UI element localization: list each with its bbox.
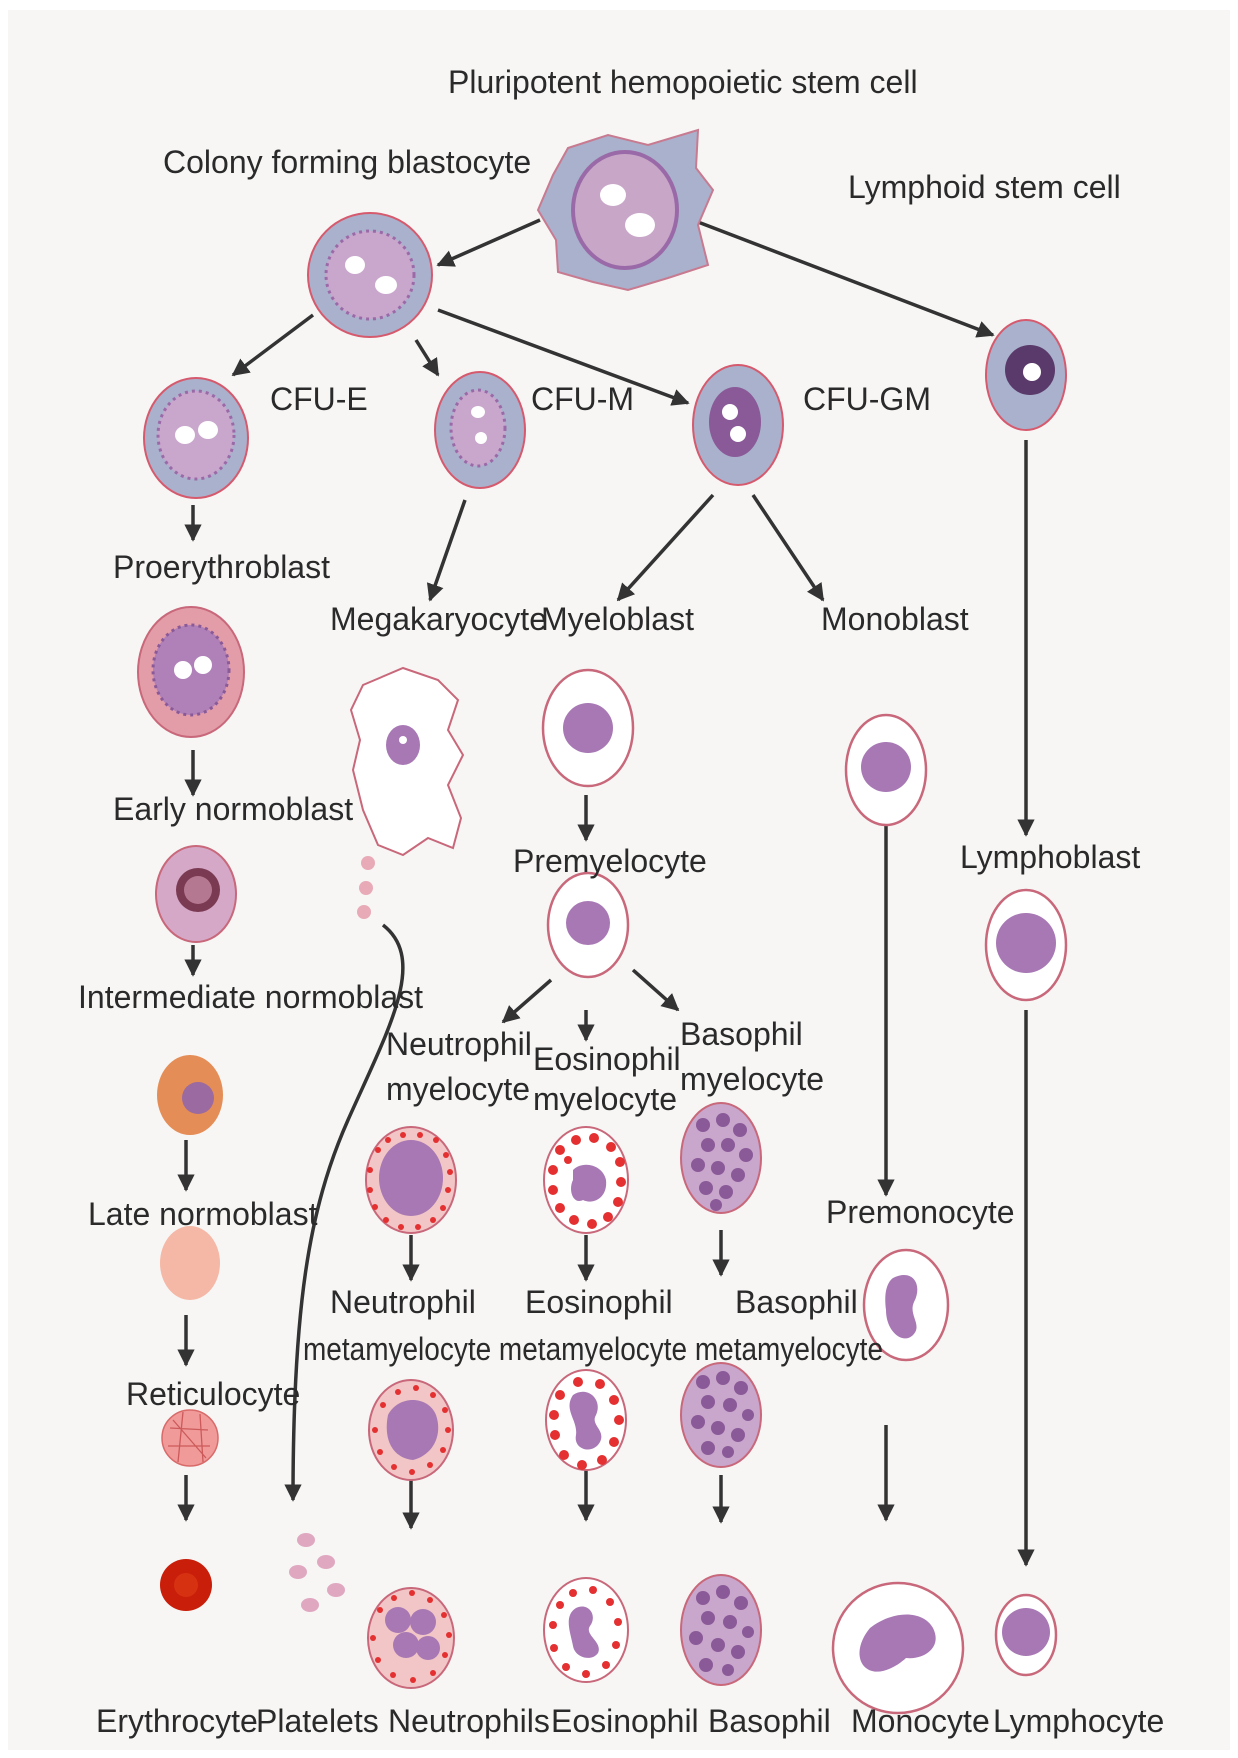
label-eosinophil-myelocyte-1: Eosinophil — [533, 1041, 681, 1077]
arrow-premyelo-to-neutrophil — [503, 980, 551, 1022]
label-neutrophil-meta: Neutrophil — [330, 1284, 476, 1320]
label-basophil-meta: Basophil — [735, 1284, 858, 1320]
label-lymphoid-stem: Lymphoid stem cell — [848, 169, 1121, 205]
label-myeloblast: Myeloblast — [541, 601, 694, 637]
basophil-myelocyte-cell — [681, 1103, 761, 1213]
label-intermediate-normoblast: Intermediate normoblast — [78, 979, 423, 1015]
label-neutrophils: Neutrophils — [388, 1703, 550, 1739]
label-neutrophil-myelocyte-1: Neutrophil — [386, 1026, 532, 1062]
platelets-cluster — [289, 1533, 345, 1612]
arrow-blast-to-cfum — [416, 340, 438, 375]
label-eosinophil: Eosinophil — [551, 1703, 699, 1739]
label-lymphoblast: Lymphoblast — [960, 839, 1140, 875]
arrow-cfugm-to-myeloblast — [618, 495, 713, 600]
monoblast-cell — [846, 715, 926, 825]
basophil-cell — [681, 1575, 761, 1685]
diagram-page: Pluripotent hemopoietic stem cell Colony… — [8, 10, 1230, 1750]
label-early-normoblast: Early normoblast — [113, 791, 353, 827]
arrow-blast-to-cfue — [233, 315, 313, 375]
arrow-stem-to-blastocyte — [438, 220, 540, 265]
label-basophil-myelocyte-2: myelocyte — [680, 1061, 824, 1097]
cfu-m-cell — [435, 372, 525, 488]
colony-blastocyte — [308, 213, 432, 337]
label-lymphocyte: Lymphocyte — [993, 1703, 1164, 1739]
label-premonocyte: Premonocyte — [826, 1194, 1015, 1230]
cfu-e-cell — [144, 378, 248, 498]
hematopoiesis-diagram: Pluripotent hemopoietic stem cell Colony… — [8, 10, 1230, 1750]
early-normoblast-cell — [156, 846, 236, 942]
label-premyelocyte: Premyelocyte — [513, 843, 707, 879]
label-monocyte: Monocyte — [851, 1703, 990, 1739]
label-eosinophil-myelocyte-2: myelocyte — [533, 1081, 677, 1117]
arrow-cfum-to-megakaryocyte — [430, 500, 465, 600]
label-reticulocyte: Reticulocyte — [126, 1376, 300, 1412]
label-platelets: Platelets — [256, 1703, 379, 1739]
label-basophil-myelocyte-1: Basophil — [680, 1016, 803, 1052]
neutrophils-cell — [368, 1588, 454, 1688]
monocyte-cell — [833, 1583, 963, 1713]
neutrophil-myelocyte-cell — [366, 1127, 456, 1233]
label-neutrophil-myelocyte-2: myelocyte — [386, 1071, 530, 1107]
erythrocyte-cell — [160, 1559, 212, 1611]
label-late-normoblast: Late normoblast — [88, 1196, 318, 1232]
arrow-premyelo-to-basophil — [633, 970, 678, 1010]
eosinophil-myelocyte-cell — [544, 1127, 628, 1233]
label-metamyelocyte-row: metamyelocyte metamyelocyte metamyelocyt… — [303, 1331, 883, 1367]
premyelocyte-cell — [548, 873, 628, 977]
label-cfu-e: CFU-E — [270, 381, 368, 417]
stem-cell — [538, 130, 713, 290]
eosinophil-cell — [544, 1578, 628, 1682]
lymphoid-stem-cell — [986, 320, 1066, 430]
label-monoblast: Monoblast — [821, 601, 969, 637]
neutrophil-metamyelocyte-cell — [369, 1380, 453, 1480]
megakaryocyte-cell — [351, 668, 463, 919]
label-basophil: Basophil — [708, 1703, 831, 1739]
eosinophil-metamyelocyte-cell — [546, 1370, 626, 1470]
basophil-metamyelocyte-cell — [681, 1363, 761, 1467]
label-proerythroblast: Proerythroblast — [113, 549, 330, 585]
cfu-gm-cell — [693, 365, 783, 485]
arrow-stem-to-lymphoid — [698, 222, 993, 335]
late-normoblast-cell — [160, 1226, 220, 1300]
label-stem-cell: Pluripotent hemopoietic stem cell — [448, 64, 918, 100]
label-megakaryocyte: Megakaryocyte — [330, 601, 547, 637]
intermediate-normoblast-cell — [157, 1055, 223, 1135]
arrow-cfugm-to-monoblast — [753, 495, 823, 600]
label-eosinophil-meta: Eosinophil — [525, 1284, 673, 1320]
reticulocyte-cell — [162, 1410, 218, 1466]
proerythroblast-cell — [138, 607, 244, 737]
lymphocyte-cell — [996, 1595, 1056, 1675]
label-colony-blastocyte: Colony forming blastocyte — [163, 144, 531, 180]
label-cfu-gm: CFU-GM — [803, 381, 931, 417]
label-cfu-m: CFU-M — [531, 381, 634, 417]
label-erythrocyte: Erythrocyte — [96, 1703, 258, 1739]
myeloblast-cell — [543, 670, 633, 786]
lymphoblast-cell — [986, 890, 1066, 1000]
